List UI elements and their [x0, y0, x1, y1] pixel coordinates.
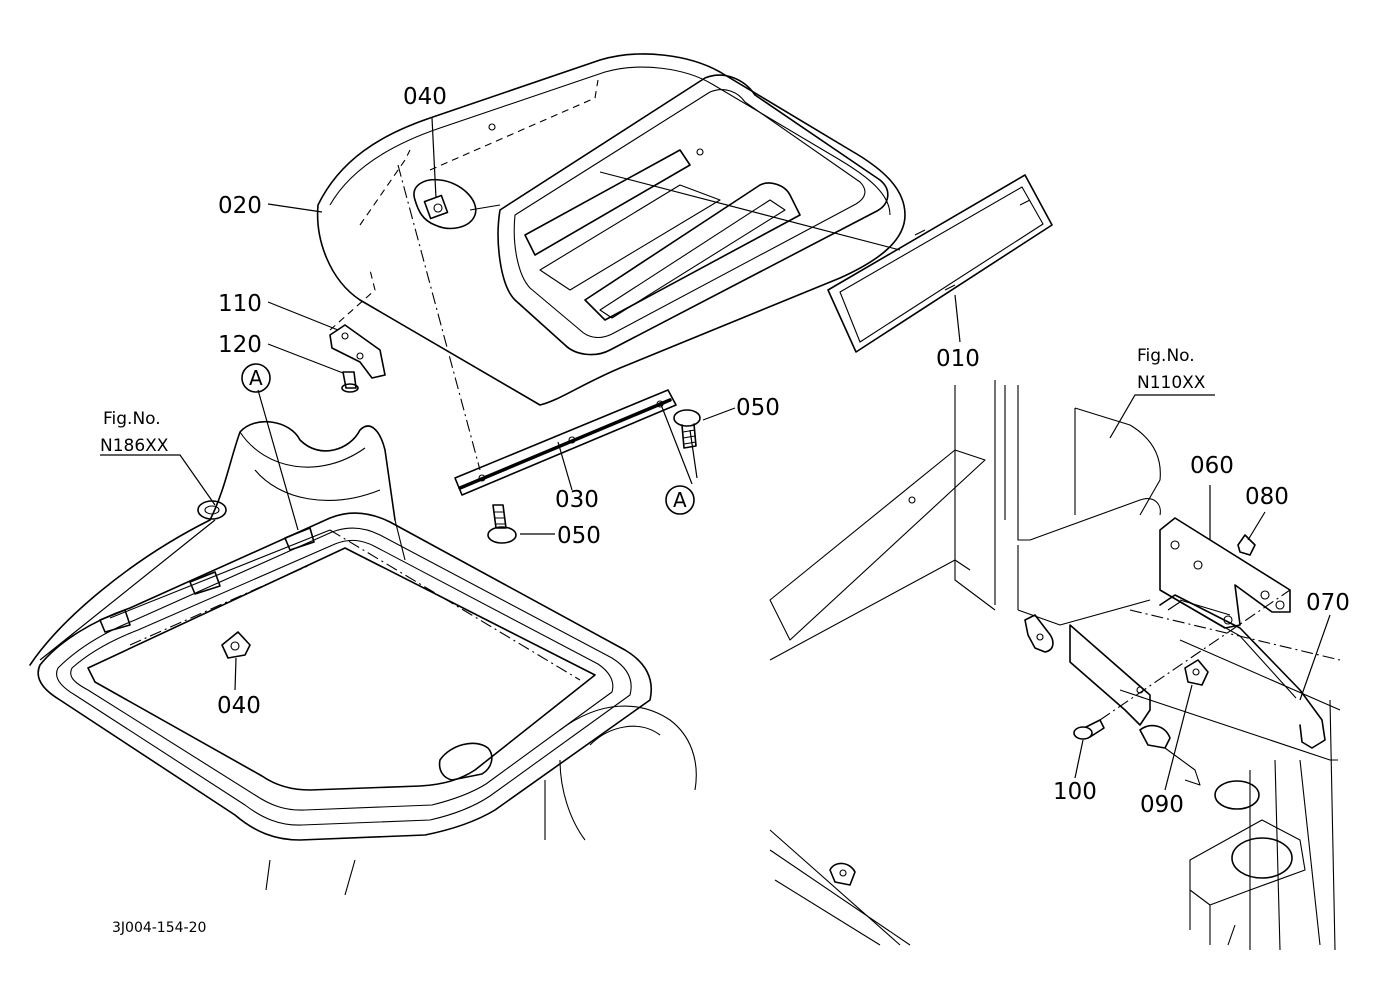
- bolt-100: [1073, 719, 1105, 740]
- hidden-line-right-2: [1129, 609, 1341, 661]
- svg-text:A: A: [249, 366, 263, 390]
- bracket-060: [1159, 517, 1291, 629]
- strip-part-030: [454, 389, 677, 496]
- rod-070: [1159, 594, 1326, 749]
- callout-110: 110: [218, 291, 262, 317]
- fig-ref-left-number: N186XX: [100, 436, 169, 456]
- clip-080: [1237, 534, 1256, 556]
- cab-structure-right: [769, 380, 1341, 951]
- callout-120: 120: [218, 332, 262, 358]
- callout-050-bottom: 050: [557, 523, 601, 549]
- marker-a-left: A: [241, 363, 271, 393]
- callout-060: 060: [1190, 453, 1234, 479]
- leader-lines: [39, 117, 1331, 791]
- fender-body-left: [29, 420, 697, 896]
- cover-part-020: [316, 53, 906, 406]
- callout-020: 020: [218, 193, 262, 219]
- callout-090: 090: [1140, 792, 1184, 818]
- callout-050-right: 050: [736, 395, 780, 421]
- fig-ref-left-label: Fig.No.: [103, 409, 161, 429]
- fig-ref-right-label: Fig.No.: [1137, 346, 1195, 366]
- callout-030: 030: [555, 487, 599, 513]
- trim-panel-010: [827, 174, 1053, 353]
- screw-050-bottom: [487, 504, 517, 544]
- screw-050-right: [673, 409, 701, 449]
- nut-090: [1184, 659, 1209, 686]
- bracket-110: [329, 324, 386, 379]
- drawing-code: 3J004-154-20: [112, 920, 206, 936]
- svg-text:A: A: [673, 488, 687, 512]
- nut-040-bottom: [221, 631, 251, 659]
- callout-070: 070: [1306, 590, 1350, 616]
- screw-120: [341, 371, 359, 393]
- callout-040-top: 040: [403, 84, 447, 110]
- callout-100: 100: [1053, 779, 1097, 805]
- callout-080: 080: [1245, 484, 1289, 510]
- callout-040-bottom: 040: [217, 693, 261, 719]
- a-marker-leader: [257, 389, 299, 531]
- fig-ref-right-number: N110XX: [1137, 373, 1206, 393]
- callout-010: 010: [936, 346, 980, 372]
- trim-leader: [599, 171, 901, 251]
- hidden-line-right: [1099, 589, 1291, 721]
- marker-a-right: A: [665, 485, 695, 515]
- hidden-line-110: [329, 269, 376, 331]
- hidden-line: [397, 164, 481, 471]
